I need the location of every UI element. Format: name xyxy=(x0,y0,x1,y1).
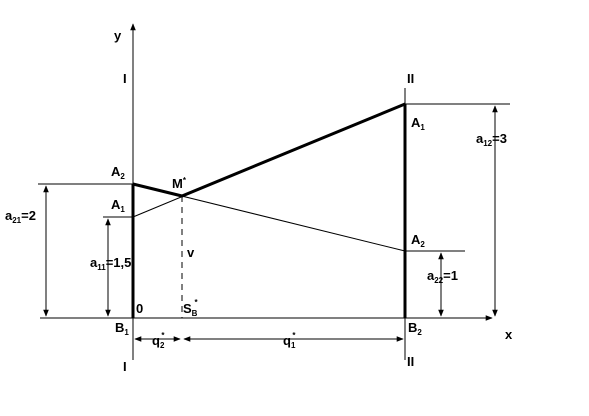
label-a22: a22=1 xyxy=(427,268,458,285)
roman-II-bottom: II xyxy=(407,354,414,369)
label-v: v xyxy=(187,245,195,260)
label-S: SB* xyxy=(183,298,198,318)
roman-I-top: I xyxy=(123,71,127,86)
y-axis-label: y xyxy=(114,28,122,43)
label-A2-right: A2 xyxy=(411,232,425,249)
label-A1-left: A1 xyxy=(111,197,125,214)
roman-II-top: II xyxy=(407,71,414,86)
label-B1: B1 xyxy=(115,320,129,337)
label-A2-left: A2 xyxy=(111,164,125,181)
roman-I-bottom: I xyxy=(123,359,127,374)
label-q1: q1* xyxy=(283,331,296,350)
label-a12: a12=3 xyxy=(476,131,507,148)
label-a21: a21=2 xyxy=(5,208,36,225)
label-M: M* xyxy=(172,176,187,191)
label-B2: B2 xyxy=(408,320,422,337)
label-a11: a11=1,5 xyxy=(90,255,131,272)
origin-label: 0 xyxy=(136,301,143,316)
label-A1-right: A1 xyxy=(411,115,425,132)
label-q2: q2* xyxy=(152,331,165,350)
x-axis-label: x xyxy=(505,327,513,342)
